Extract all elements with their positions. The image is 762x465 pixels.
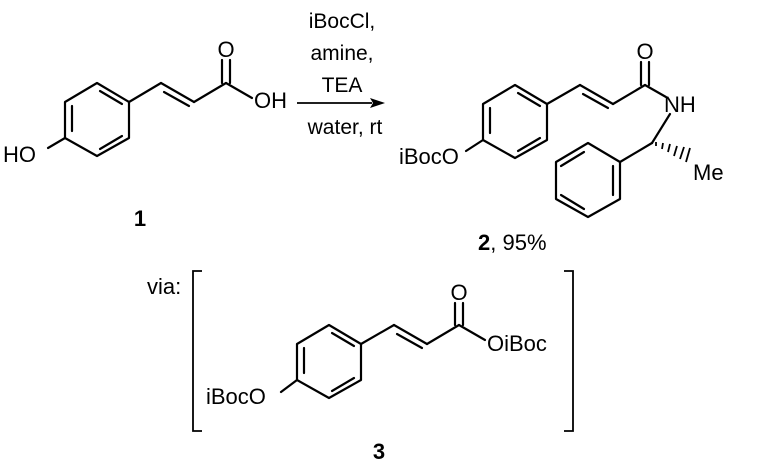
compound-2-methyl: Me — [693, 160, 724, 185]
ring-inner-bond — [98, 89, 124, 106]
right-bracket — [564, 270, 574, 432]
compound-1-carbonyl-o: O — [217, 37, 234, 62]
compound-1-phenol: HO — [3, 142, 36, 167]
alkene-inner-bond — [162, 90, 191, 108]
alkene-inner-bond — [395, 332, 424, 350]
alkene-bond — [392, 323, 429, 346]
phenyl-ring — [554, 141, 622, 219]
ring-inner-bond — [559, 150, 586, 168]
ring-inner-bond — [330, 376, 356, 393]
reagent-line-1: iBocCl, — [309, 10, 376, 33]
ring-inner-bond — [98, 134, 124, 151]
chain-bond — [611, 83, 647, 106]
ester-bond — [279, 378, 299, 394]
ring-inner-bond — [330, 331, 356, 348]
left-bracket — [192, 270, 202, 432]
compound-1-structure — [46, 58, 254, 158]
phenol-bond — [46, 136, 67, 150]
reaction-conditions: water, rt — [307, 116, 383, 139]
n-ch-bond — [650, 112, 672, 145]
compound-2-yield: , 95% — [490, 230, 546, 255]
amide-bond — [643, 83, 668, 99]
compound-3-carbonyl-o: O — [450, 280, 467, 305]
compound-1-ring — [63, 81, 131, 158]
ch-phenyl-bond — [618, 141, 654, 164]
via-label: via: — [147, 274, 181, 299]
alkene-bond — [159, 81, 196, 104]
compound-2-ring — [481, 83, 549, 160]
anhydride-bond — [457, 323, 487, 342]
compound-2-structure — [464, 60, 691, 219]
compound-3-ring — [295, 323, 363, 400]
stereo-hashed-bond — [655, 142, 691, 163]
compound-3-anhydride: OiBoc — [487, 331, 547, 356]
ring-inner-bond — [559, 193, 586, 211]
compound-3-ester-o: iBocO — [206, 384, 266, 409]
compound-2-caption: 2, 95% — [478, 230, 547, 255]
compound-1-hydroxyl: OH — [254, 88, 287, 113]
chain-bond — [192, 81, 228, 104]
compound-2-number: 2 — [478, 230, 490, 255]
ring-inner-bond — [516, 136, 542, 153]
alkene-inner-bond — [581, 92, 610, 110]
reagent-line-3: TEA — [322, 74, 363, 97]
chain-bond — [425, 323, 461, 346]
alkene-bond — [578, 83, 615, 106]
ring-inner-bond — [516, 91, 542, 108]
compound-3-number: 3 — [373, 439, 385, 464]
chain-bond — [359, 323, 396, 346]
compound-3-structure — [279, 301, 487, 400]
chain-bond — [545, 83, 582, 106]
reagent-line-2: amine, — [310, 42, 373, 65]
compound-2-amide-nh: NH — [664, 92, 696, 117]
chain-bond — [127, 81, 163, 104]
acid-oh-bond — [224, 81, 254, 100]
compound-2-ester-o: iBocO — [399, 144, 459, 169]
reaction-arrow — [297, 98, 385, 108]
compound-2-carbonyl-o: O — [636, 39, 653, 64]
ester-bond — [464, 138, 485, 153]
compound-1-number: 1 — [134, 206, 146, 231]
